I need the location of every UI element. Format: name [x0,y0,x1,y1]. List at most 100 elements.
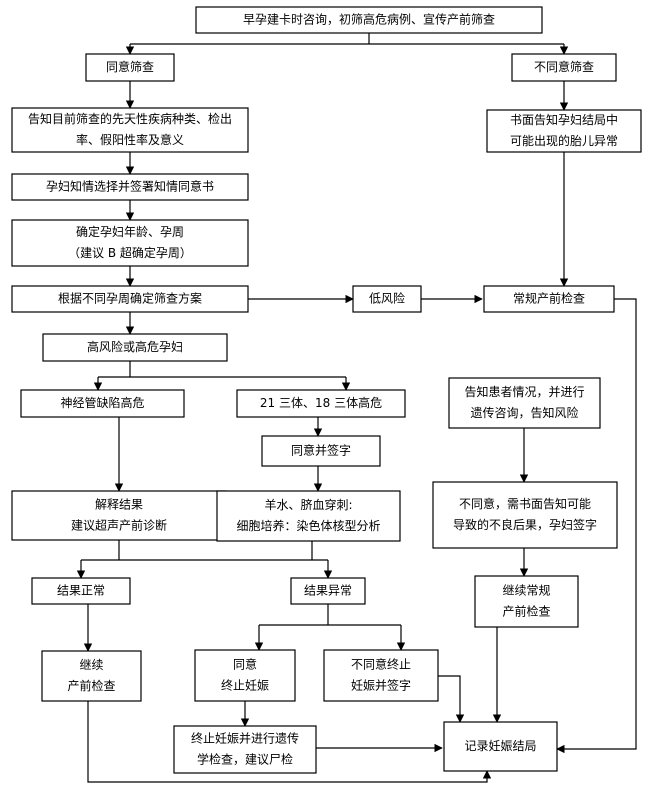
flow-node-n7: 确定孕妇年龄、孕周 （建议 B 超确定孕周） [11,219,249,267]
flow-node-box [11,219,249,267]
flow-node-text: 早孕建卡时咨询，初筛高危病例、宣传产前筛查 [243,12,495,27]
flow-node-text: 可能出现的胎儿异常 [510,133,618,148]
flow-node-n3: 不同意筛查 [511,53,617,82]
flow-node-text: 产前检查 [67,678,115,693]
flow-node-box [20,389,185,418]
flow-node-box [11,490,227,541]
flow-node-text: 高风险或高危孕妇 [87,339,183,354]
flow-node-n17: 羊水、脐血穿刺: 细胞培养：染色体核型分析 [216,490,401,542]
flow-node-text: 遗传咨询，告知风险 [470,405,578,420]
flow-node-text: 告知目前筛查的先天性疾病种类、检出 [28,111,232,126]
flow-node-text: 终止妊娠并进行遗传 [191,731,299,746]
edge-results-merge [81,540,328,561]
flow-node-n10: 常规产前检查 [483,285,615,313]
flow-node-n8: 根据不同孕周确定筛查方案 [11,285,249,313]
flow-node-text: 孕妇知情选择并签署知情同意书 [46,179,214,194]
flow-node-n11: 高风险或高危孕妇 [42,333,228,362]
flow-node-text: 同意 [233,657,257,672]
edge-n22-n26 [87,701,492,783]
flow-node-box [173,725,317,774]
flow-node-box [432,481,618,549]
flow-node-text: 同意筛查 [106,59,154,74]
flow-node-text: 率、假阳性率及意义 [76,132,184,147]
flow-node-text: 结果正常 [57,584,105,598]
flow-node-text: 建议超声产前诊断 [71,518,167,533]
flow-node-text: 同意并签字 [291,443,351,458]
flow-node-text: 羊水、脐血穿刺: [264,497,352,512]
flow-node-text: 学检查，建议尸检 [197,752,293,767]
flow-node-text: 产前检查 [502,604,550,619]
flow-node-box [31,577,131,605]
flow-node-text: 解释结果 [95,498,143,512]
flow-node-box [236,389,406,418]
flow-node-n2: 同意筛查 [85,53,175,82]
flow-node-text: 告知患者情况，并进行 [464,385,584,399]
flow-node-n13: 21 三体、18 三体高危 [236,389,406,418]
flow-node-n9: 低风险 [352,285,422,313]
flow-node-box [11,107,249,153]
flow-node-text: 妊娠并签字 [351,678,411,693]
flow-node-text: 终止妊娠 [221,678,269,693]
flow-node-box [216,490,401,542]
flow-node-text: 确定孕妇年龄、孕周 [76,224,184,239]
flow-node-text: 导致的不良后果，孕妇签字 [453,517,597,532]
edge-n24-n26 [438,675,465,723]
flow-node-text: 21 三体、18 三体高危 [260,395,382,410]
flow-node-n15: 同意并签字 [261,435,381,467]
flow-node-text: 不同意筛查 [534,59,594,74]
flow-node-n4: 告知目前筛查的先天性疾病种类、检出率、假阳性率及意义 [11,107,249,153]
flow-node-text: 细胞培养：染色体核型分析 [236,518,380,533]
flow-node-box [352,285,422,313]
edge-n11-split [98,361,346,378]
flow-node-n1: 早孕建卡时咨询，初筛高危病例、宣传产前筛查 [195,6,543,34]
flow-node-text: 神经管缺陷高危 [60,395,144,410]
flow-node-n12: 神经管缺陷高危 [20,389,185,418]
edge-n10-n26 [556,298,637,754]
flowchart-connectors [76,33,637,783]
flow-node-box [11,285,249,313]
flow-node-box [474,575,579,628]
flow-node-box [261,435,381,467]
flow-node-box [42,333,228,362]
flow-node-box [194,649,296,702]
flow-node-text: 低风险 [369,291,405,306]
flow-node-text: 不同意，需书面告知可能 [459,496,591,511]
flow-node-text: 根据不同孕周确定筛查方案 [58,291,202,306]
flow-node-box [486,109,642,153]
flow-node-box [448,377,601,429]
flow-node-n20: 结果异常 [290,577,366,605]
flow-node-box [41,650,142,702]
flow-node-box [443,721,558,772]
flow-node-box [511,53,617,82]
flow-node-box [11,173,249,201]
flow-node-n26: 记录妊娠结局 [443,721,558,772]
flow-node-text: 继续常规 [502,583,550,598]
flow-node-text: 常规产前检查 [513,291,585,306]
edge-n20-split [259,604,401,626]
flow-node-box [290,577,366,605]
flow-node-box [483,285,615,313]
flow-node-text: 结果异常 [304,584,352,598]
flow-node-n19: 结果正常 [31,577,131,605]
flow-node-box [195,6,543,34]
flow-node-n6: 孕妇知情选择并签署知情同意书 [11,173,249,201]
flow-node-box [323,649,439,702]
flow-node-text: 继续 [79,658,103,672]
flow-node-text: 不同意终止 [351,657,411,672]
flow-node-text: 书面告知孕妇结局中 [510,112,618,127]
flow-node-text: （建议 B 超确定孕周） [68,245,192,260]
flow-node-text: 记录妊娠结局 [464,739,536,753]
flow-node-box [85,53,175,82]
edge-n1-split [130,33,564,45]
